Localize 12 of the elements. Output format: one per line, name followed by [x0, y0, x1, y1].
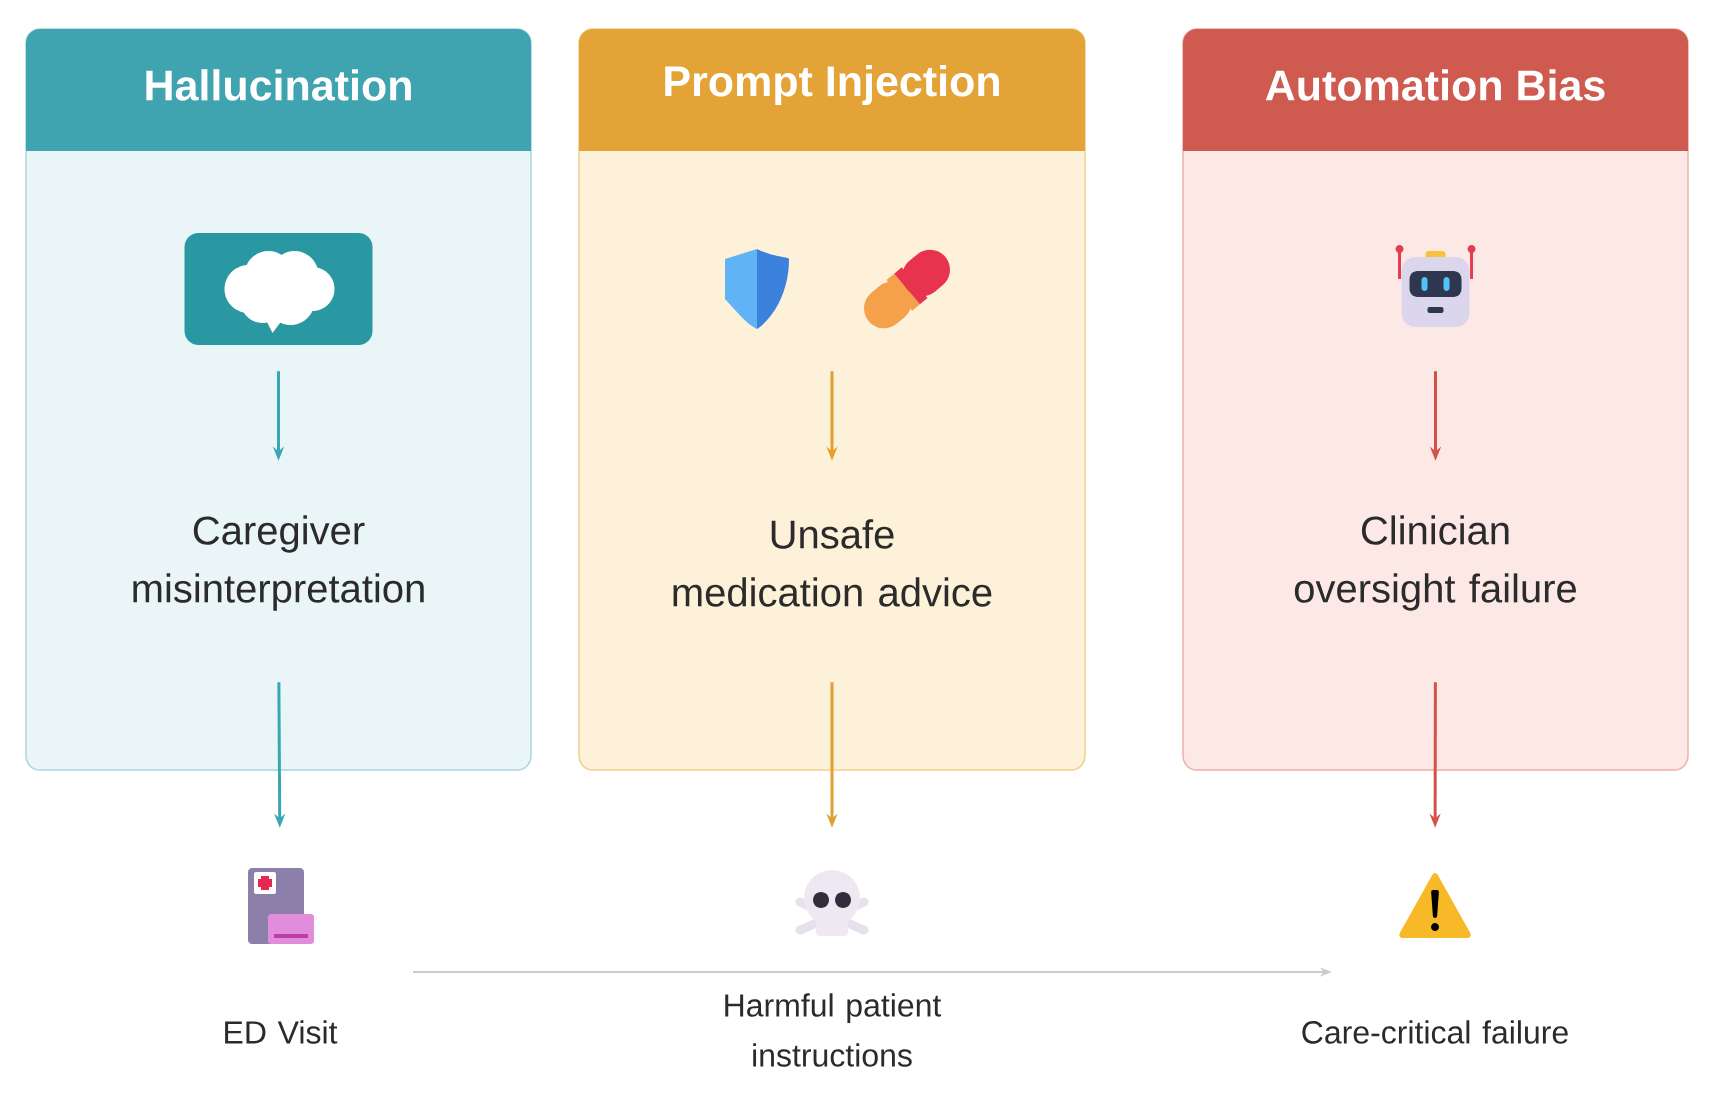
- picture: [1399, 873, 1471, 938]
- node-label: ED Visit: [225, 1020, 338, 1044]
- picture: [184, 233, 373, 345]
- picture: [795, 870, 869, 936]
- node-label: Care-critical failure: [1302, 1020, 1568, 1044]
- picture: [1395, 245, 1476, 327]
- outcome-text: Unsafe medication advice: [673, 519, 992, 607]
- picture: [725, 249, 950, 329]
- outcome-text: Clinician oversight failure: [1294, 515, 1576, 611]
- picture: [248, 868, 314, 944]
- outcome-text: Caregiver misinterpretation: [133, 515, 424, 611]
- node-label: Harmful patient instructions: [725, 993, 942, 1067]
